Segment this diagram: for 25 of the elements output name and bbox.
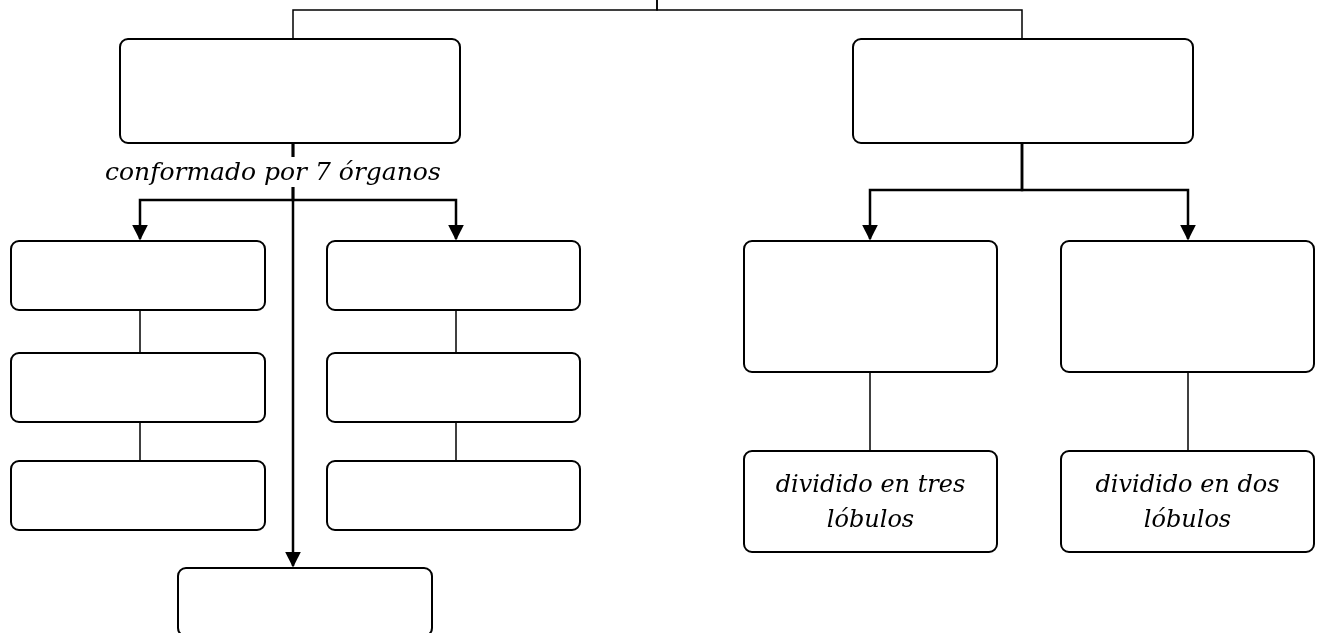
connector-line bbox=[455, 422, 457, 461]
box-text: dividido en tres lóbulos bbox=[774, 468, 967, 535]
empty-box bbox=[326, 352, 581, 423]
box-text: dividido en dos lóbulos bbox=[1094, 468, 1281, 535]
empty-box bbox=[326, 240, 581, 311]
empty-box bbox=[852, 38, 1194, 144]
connector-line bbox=[139, 310, 141, 353]
empty-box bbox=[1060, 240, 1315, 373]
text-box bbox=[743, 450, 998, 553]
arrow bbox=[1020, 144, 1196, 241]
connector-line bbox=[1187, 372, 1189, 451]
connector-line bbox=[869, 372, 871, 451]
empty-box bbox=[326, 460, 581, 531]
connector-line bbox=[455, 310, 457, 353]
connector-line bbox=[656, 0, 1023, 39]
empty-box bbox=[10, 460, 266, 531]
arrow bbox=[285, 144, 301, 568]
empty-box bbox=[177, 567, 433, 633]
empty-box bbox=[743, 240, 998, 373]
text-box bbox=[1060, 450, 1315, 553]
connector-line bbox=[139, 422, 141, 461]
annotation-text: conformado por 7 órganos bbox=[105, 157, 441, 187]
empty-box bbox=[10, 240, 266, 311]
empty-box bbox=[119, 38, 461, 144]
empty-box bbox=[10, 352, 266, 423]
